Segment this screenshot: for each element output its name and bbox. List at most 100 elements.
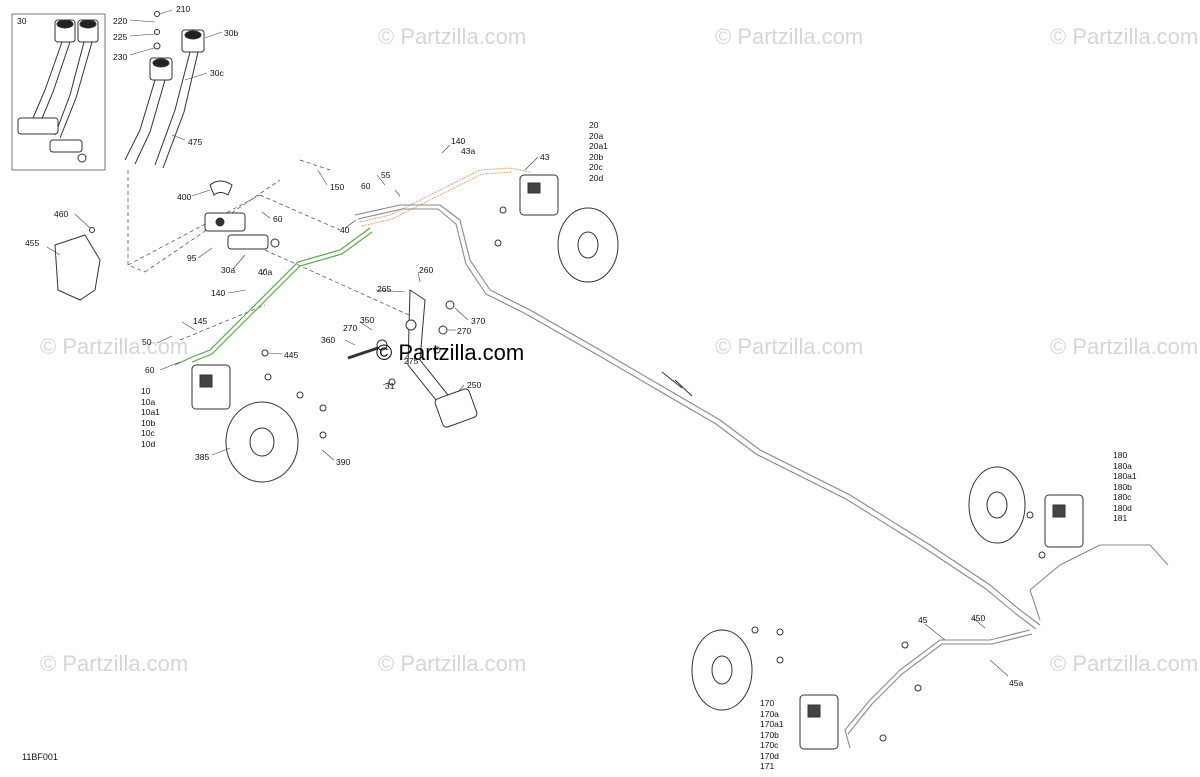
callout-stack-front-right-caliper: 20 20a 20a1 20b 20c 20d — [589, 120, 608, 183]
callout-230: 230 — [113, 52, 128, 62]
callout-50: 50 — [142, 337, 152, 347]
callout-item: 20a — [589, 130, 604, 141]
dashed-leaders — [127, 159, 421, 341]
rear-brake-line — [354, 204, 1041, 626]
callout-140: 140 — [451, 136, 466, 146]
callout-item: 10a1 — [141, 407, 160, 417]
watermark: © Partzilla.com — [1050, 334, 1199, 359]
watermark-center: © Partzilla.com — [376, 340, 525, 365]
callout-43a: 43a — [461, 146, 476, 156]
callout-150: 150 — [330, 182, 345, 192]
rear-left-branch-line-b — [847, 633, 1033, 735]
reservoir-assembly — [124, 11, 205, 169]
inset-frame — [11, 13, 106, 171]
callout-360: 360 — [321, 335, 336, 345]
callout-265: 265 — [377, 284, 392, 294]
callout-260: 260 — [419, 265, 434, 275]
front-right-brake — [494, 174, 619, 283]
callout-40a: 40a — [258, 267, 273, 277]
callout-145: 145 — [193, 316, 208, 326]
front-right-brake-line-b — [361, 171, 513, 227]
callout-60: 60 — [145, 365, 155, 375]
watermark: © Partzilla.com — [378, 24, 527, 49]
watermark: © Partzilla.com — [40, 334, 189, 359]
callout-item: 20b — [589, 151, 604, 162]
callout-45: 45 — [918, 615, 928, 625]
callout-item: 181 — [1113, 513, 1128, 523]
master-cylinder — [204, 180, 280, 250]
callout-30c: 30c — [210, 68, 224, 78]
front-right-brake-line — [359, 167, 531, 223]
callout-95: 95 — [187, 253, 197, 263]
callout-400: 400 — [177, 192, 192, 202]
callout-item: 170 — [760, 698, 775, 708]
callout-445: 445 — [284, 350, 299, 360]
callout-220: 220 — [113, 16, 128, 26]
callout-item: 20a1 — [589, 141, 608, 151]
callout-55: 55 — [381, 170, 391, 180]
watermark: © Partzilla.com — [1050, 651, 1199, 676]
callout-item: 170c — [760, 740, 779, 750]
callout-item: 180a1 — [1113, 471, 1137, 481]
watermark: © Partzilla.com — [715, 24, 864, 49]
rear-left-brake — [691, 626, 922, 750]
watermark: © Partzilla.com — [40, 651, 189, 676]
callout-leaders — [46, 9, 1009, 677]
callout-140: 140 — [211, 288, 226, 298]
callout-item: 10a — [141, 396, 156, 407]
callout-item: 170d — [760, 750, 779, 761]
callout-item: 180c — [1113, 492, 1132, 502]
callout-item: 10b — [141, 417, 156, 428]
callout-40: 40 — [340, 225, 350, 235]
front-left-brake — [191, 349, 327, 483]
callout-460: 460 — [54, 209, 69, 219]
callout-225: 225 — [113, 32, 128, 42]
callout-455: 455 — [25, 238, 40, 248]
callout-45a: 45a — [1009, 678, 1024, 688]
callout-item: 10d — [141, 438, 156, 449]
callout-item: 180d — [1113, 502, 1132, 513]
callout-30b: 30b — [224, 28, 239, 38]
callout-item: 171 — [760, 761, 775, 771]
callout-stack-front-left-caliper: 10 10a 10a1 10b 10c 10d — [141, 386, 160, 449]
callout-275: 275 — [404, 356, 419, 366]
callout-stack-rear-right-caliper: 180 180a 180a1 180b 180c 180d 181 — [1113, 450, 1137, 524]
callout-item: 170a — [760, 708, 779, 719]
callout-450: 450 — [971, 613, 986, 623]
inset-master-cylinder — [17, 19, 99, 163]
callout-270: 270 — [343, 323, 358, 333]
front-left-brake-line — [174, 227, 371, 366]
callout-350: 350 — [360, 315, 375, 325]
callout-stack-rear-left-caliper: 170 170a 170a1 170b 170c 170d 171 — [760, 698, 784, 772]
rear-left-branch-line — [844, 629, 1031, 749]
diagram-code: 11BF001 — [22, 752, 58, 762]
callout-item: 180 — [1113, 450, 1128, 460]
callout-item: 180b — [1113, 481, 1132, 492]
callout-item: 10c — [141, 428, 155, 438]
watermark: © Partzilla.com — [1050, 24, 1199, 49]
callout-item: 20c — [589, 162, 603, 172]
callout-475: 475 — [188, 137, 203, 147]
watermark: © Partzilla.com — [715, 334, 864, 359]
callout-60: 60 — [361, 181, 371, 191]
callout-250: 250 — [467, 380, 482, 390]
callout-item: 20 — [589, 120, 599, 130]
callout-390: 390 — [336, 457, 351, 467]
line-break-mark — [661, 371, 693, 397]
callout-30a: 30a — [221, 265, 236, 275]
callout-item: 20d — [589, 172, 604, 183]
callout-item: 180a — [1113, 460, 1132, 471]
rear-brake-line-b — [357, 208, 1037, 630]
rear-right-brake — [968, 466, 1084, 559]
rear-right-branch-line — [1029, 544, 1169, 621]
callout-60: 60 — [273, 214, 283, 224]
callout-item: 170b — [760, 729, 779, 740]
callout-31: 31 — [385, 381, 395, 391]
watermark: © Partzilla.com — [378, 651, 527, 676]
callout-item: 10 — [141, 386, 151, 396]
callout-item: 170a1 — [760, 719, 784, 729]
callout-30: 30 — [17, 16, 27, 26]
callout-210: 210 — [176, 4, 191, 14]
callout-370: 370 — [471, 316, 486, 326]
